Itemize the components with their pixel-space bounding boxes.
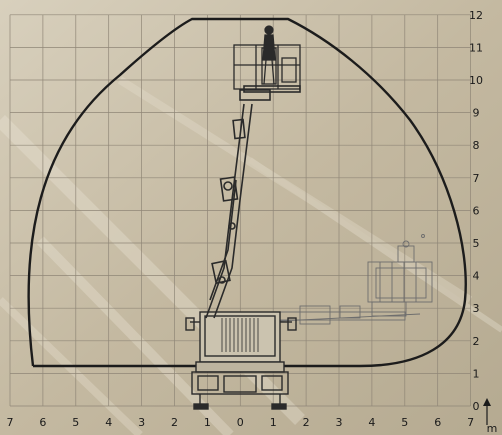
x-tick-label: 2 <box>171 416 178 429</box>
reach-envelope <box>27 17 467 368</box>
x-tick-label: 3 <box>336 416 343 429</box>
x-tick-label: 7 <box>7 416 14 429</box>
y-tick-label: 3 <box>473 302 480 315</box>
y-tick-label: 4 <box>473 270 480 283</box>
y-tick-label: 11 <box>469 41 483 54</box>
x-tick-label: 6 <box>39 416 46 429</box>
y-tick-label: 2 <box>473 335 480 348</box>
x-tick-label: 7 <box>467 416 474 429</box>
operator-body <box>262 34 276 61</box>
machine-chassis <box>185 311 297 410</box>
y-tick-label: 8 <box>473 139 480 152</box>
work-platform <box>233 25 301 90</box>
x-axis-labels: 7 6 5 4 3 2 1 0 1 2 3 4 5 6 7 <box>7 416 475 429</box>
unit-label: m <box>487 422 498 435</box>
y-tick-label: 1 <box>473 367 480 380</box>
height-axis-arrow <box>483 398 491 425</box>
y-tick-label: 10 <box>469 74 483 87</box>
y-tick-label: 6 <box>473 204 480 217</box>
x-tick-label: 4 <box>368 416 375 429</box>
x-tick-label: 0 <box>237 416 244 429</box>
x-tick-label: 5 <box>72 416 79 429</box>
x-tick-label: 1 <box>270 416 277 429</box>
y-tick-label: 12 <box>469 9 483 22</box>
y-tick-label: 0 <box>473 400 480 413</box>
x-tick-label: 4 <box>105 416 112 429</box>
x-tick-label: 5 <box>401 416 408 429</box>
y-tick-label: 5 <box>473 237 480 250</box>
x-tick-label: 2 <box>303 416 310 429</box>
machine-boom <box>205 85 301 319</box>
x-tick-label: 1 <box>204 416 211 429</box>
grid <box>9 14 471 407</box>
y-tick-label: 7 <box>473 172 480 185</box>
x-tick-label: 3 <box>138 416 145 429</box>
y-tick-label: 9 <box>473 107 480 120</box>
x-tick-label: 6 <box>434 416 441 429</box>
operator-head <box>264 25 274 35</box>
